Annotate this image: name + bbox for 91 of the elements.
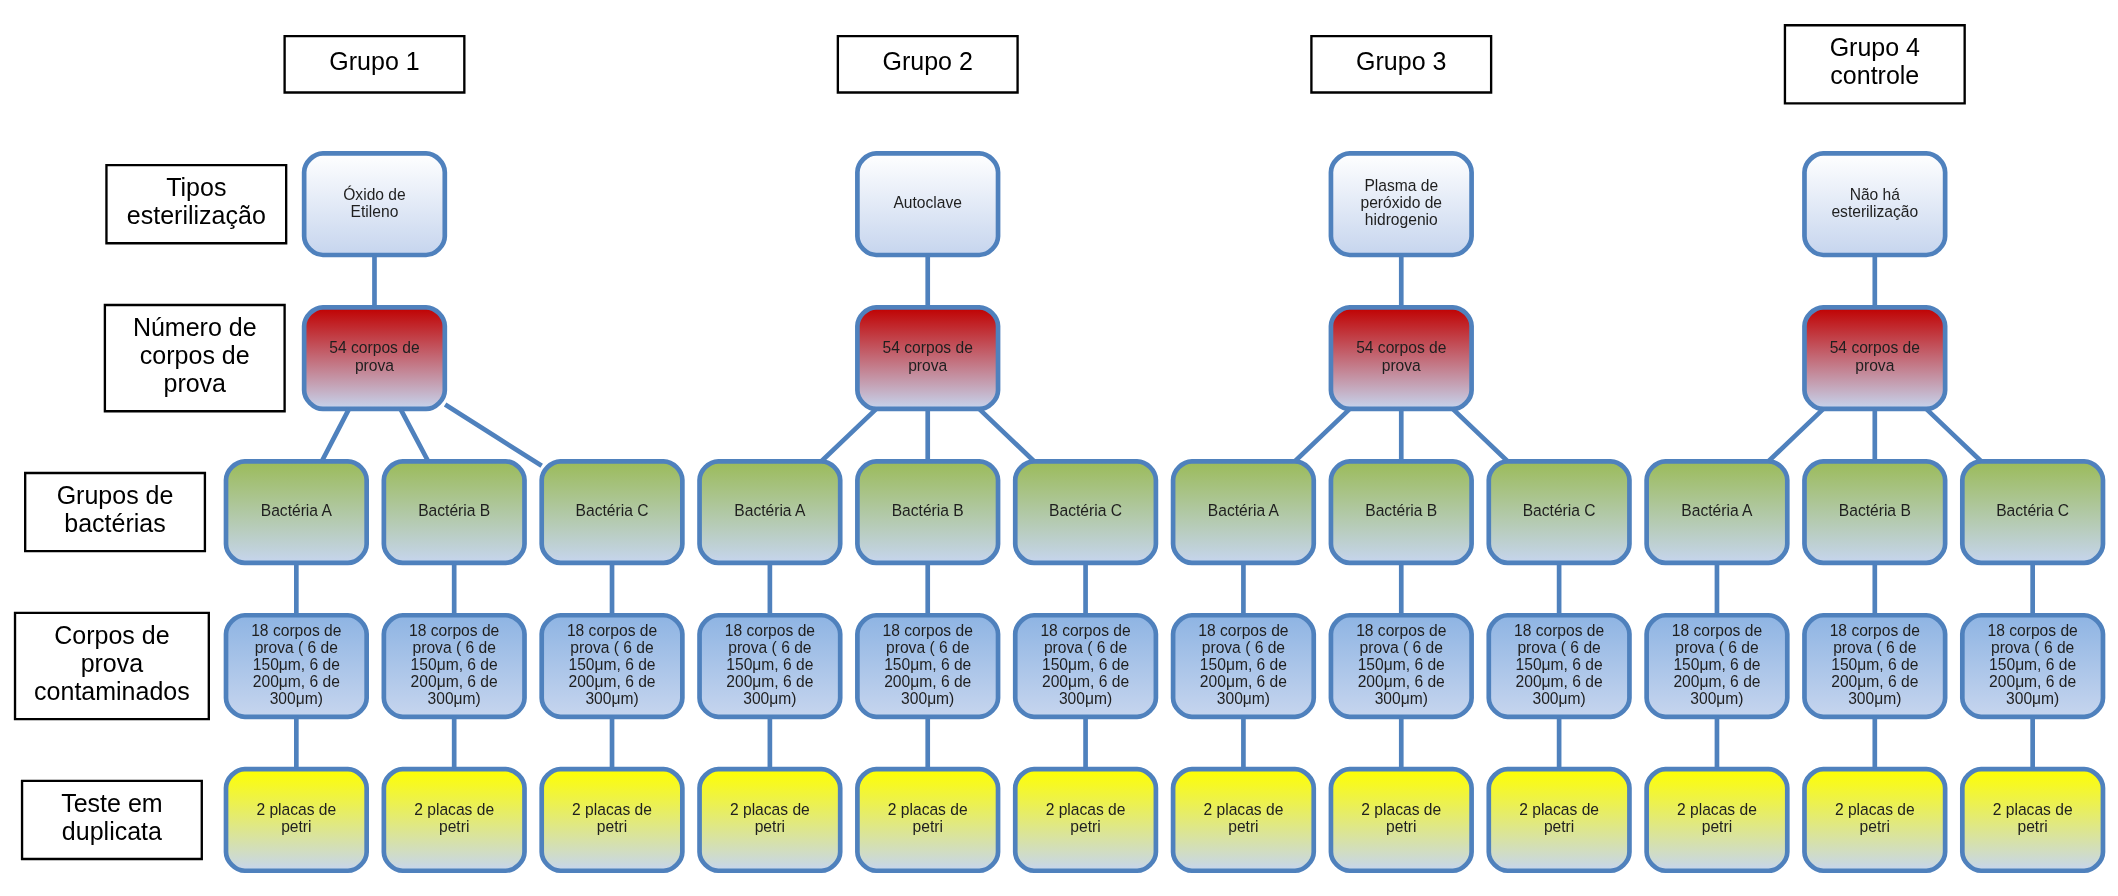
node-box: 18 corpos de prova ( 6 de 150μm, 6 de 200μm, 6 de 300μm) xyxy=(539,612,685,720)
node-box: Bactéria B xyxy=(1328,458,1474,566)
node-box: 18 corpos de prova ( 6 de 150μm, 6 de 200μm, 6 de 300μm) xyxy=(223,612,369,720)
node-box: Bactéria B xyxy=(1802,458,1948,566)
node-box: Bactéria A xyxy=(1170,458,1317,566)
connector xyxy=(609,716,615,769)
node-box: Grupo 3 xyxy=(1310,35,1493,94)
node-box: 54 corpos de prova xyxy=(1802,305,1948,412)
connector xyxy=(1083,563,1088,615)
node-box: Bactéria C xyxy=(539,458,685,566)
node-box: 18 corpos de prova ( 6 de 150μm, 6 de 200μm, 6 de 300μm) xyxy=(1170,612,1317,720)
connector xyxy=(767,716,773,769)
connector xyxy=(1398,563,1404,615)
connector xyxy=(1398,716,1404,769)
node-box: 2 placas de petri xyxy=(1170,766,1317,874)
connector xyxy=(1451,407,1509,463)
connector xyxy=(1556,563,1562,615)
node-box: 2 placas de petri xyxy=(1644,766,1790,874)
node-box: 54 corpos de prova xyxy=(1328,305,1474,412)
connector xyxy=(443,402,543,468)
connector xyxy=(1872,409,1878,461)
node-box: 54 corpos de prova xyxy=(855,305,1001,412)
node-box: Corpos de prova contaminados xyxy=(13,611,210,721)
node-box: Autoclave xyxy=(855,151,1001,258)
node-box: 2 placas de petri xyxy=(223,766,369,874)
connector xyxy=(925,409,931,461)
node-box: Bactéria C xyxy=(1959,458,2106,566)
node-box: Teste em duplicata xyxy=(20,779,203,861)
connector xyxy=(372,255,377,308)
connector xyxy=(1398,409,1404,461)
node-box: 2 placas de petri xyxy=(1328,766,1474,874)
connector xyxy=(820,407,878,463)
node-box: 2 placas de petri xyxy=(381,766,527,874)
node-box: 18 corpos de prova ( 6 de 150μm, 6 de 200μm, 6 de 300μm) xyxy=(697,612,843,720)
node-box: 18 corpos de prova ( 6 de 150μm, 6 de 200μm, 6 de 300μm) xyxy=(381,612,527,720)
node-box: 2 placas de petri xyxy=(1486,766,1632,874)
node-box: Grupo 4 controle xyxy=(1783,24,1966,105)
connector xyxy=(1241,563,1246,615)
connector xyxy=(609,563,615,615)
node-box: 18 corpos de prova ( 6 de 150μm, 6 de 200μm, 6 de 300μm) xyxy=(1802,612,1948,720)
node-box: 18 corpos de prova ( 6 de 150μm, 6 de 200μm, 6 de 300μm) xyxy=(1328,612,1474,720)
node-box: 18 corpos de prova ( 6 de 150μm, 6 de 200μm, 6 de 300μm) xyxy=(1012,612,1159,720)
node-box: Bactéria B xyxy=(855,458,1001,566)
node-box: Tipos esterilização xyxy=(105,163,288,245)
connector xyxy=(977,407,1036,463)
connector xyxy=(294,563,299,615)
connector xyxy=(294,716,299,769)
node-box: 18 corpos de prova ( 6 de 150μm, 6 de 200μm, 6 de 300μm) xyxy=(1644,612,1790,720)
node-box: Bactéria A xyxy=(223,458,369,566)
connector xyxy=(2030,716,2035,769)
node-box: 2 placas de petri xyxy=(1802,766,1948,874)
node-box: Bactéria B xyxy=(381,458,527,566)
node-box: 18 corpos de prova ( 6 de 150μm, 6 de 200μm, 6 de 300μm) xyxy=(1486,612,1632,720)
connector xyxy=(767,563,773,615)
node-box: Bactéria A xyxy=(697,458,843,566)
node-box: Grupo 1 xyxy=(283,35,466,94)
connector xyxy=(1872,255,1878,308)
connector xyxy=(925,255,931,308)
connector xyxy=(925,563,931,615)
node-box: 54 corpos de prova xyxy=(301,305,448,412)
connector xyxy=(1714,563,1720,615)
node-box: Não há esterilização xyxy=(1802,151,1948,258)
connector xyxy=(925,716,931,769)
connector xyxy=(451,716,457,769)
connector xyxy=(1083,716,1088,769)
node-box: Grupo 2 xyxy=(836,35,1019,94)
connector xyxy=(1398,255,1404,308)
node-box: 2 placas de petri xyxy=(1012,766,1159,874)
node-box: Plasma de peróxido de hidrogenio xyxy=(1328,151,1474,258)
node-box: Bactéria C xyxy=(1012,458,1159,566)
node-box: Bactéria A xyxy=(1644,458,1790,566)
node-box: Grupos de bactérias xyxy=(24,471,207,553)
connector xyxy=(451,563,457,615)
connector xyxy=(1293,407,1352,463)
node-box: Bactéria C xyxy=(1486,458,1632,566)
connector xyxy=(2030,563,2035,615)
node-box: 18 corpos de prova ( 6 de 150μm, 6 de 200μm, 6 de 300μm) xyxy=(855,612,1001,720)
node-box: 2 placas de petri xyxy=(539,766,685,874)
connector xyxy=(1714,716,1720,769)
connector xyxy=(1872,563,1878,615)
connector xyxy=(1767,407,1825,463)
connector xyxy=(1556,716,1562,769)
node-box: Número de corpos de prova xyxy=(103,303,286,413)
connector xyxy=(1924,407,1983,463)
node-box: 2 placas de petri xyxy=(1959,766,2106,874)
node-box: 2 placas de petri xyxy=(697,766,843,874)
node-box: 2 placas de petri xyxy=(855,766,1001,874)
node-box: Óxido de Etileno xyxy=(301,151,448,258)
node-box: 18 corpos de prova ( 6 de 150μm, 6 de 200μm, 6 de 300μm) xyxy=(1959,612,2106,720)
connector xyxy=(1872,716,1878,769)
connector xyxy=(1241,716,1246,769)
